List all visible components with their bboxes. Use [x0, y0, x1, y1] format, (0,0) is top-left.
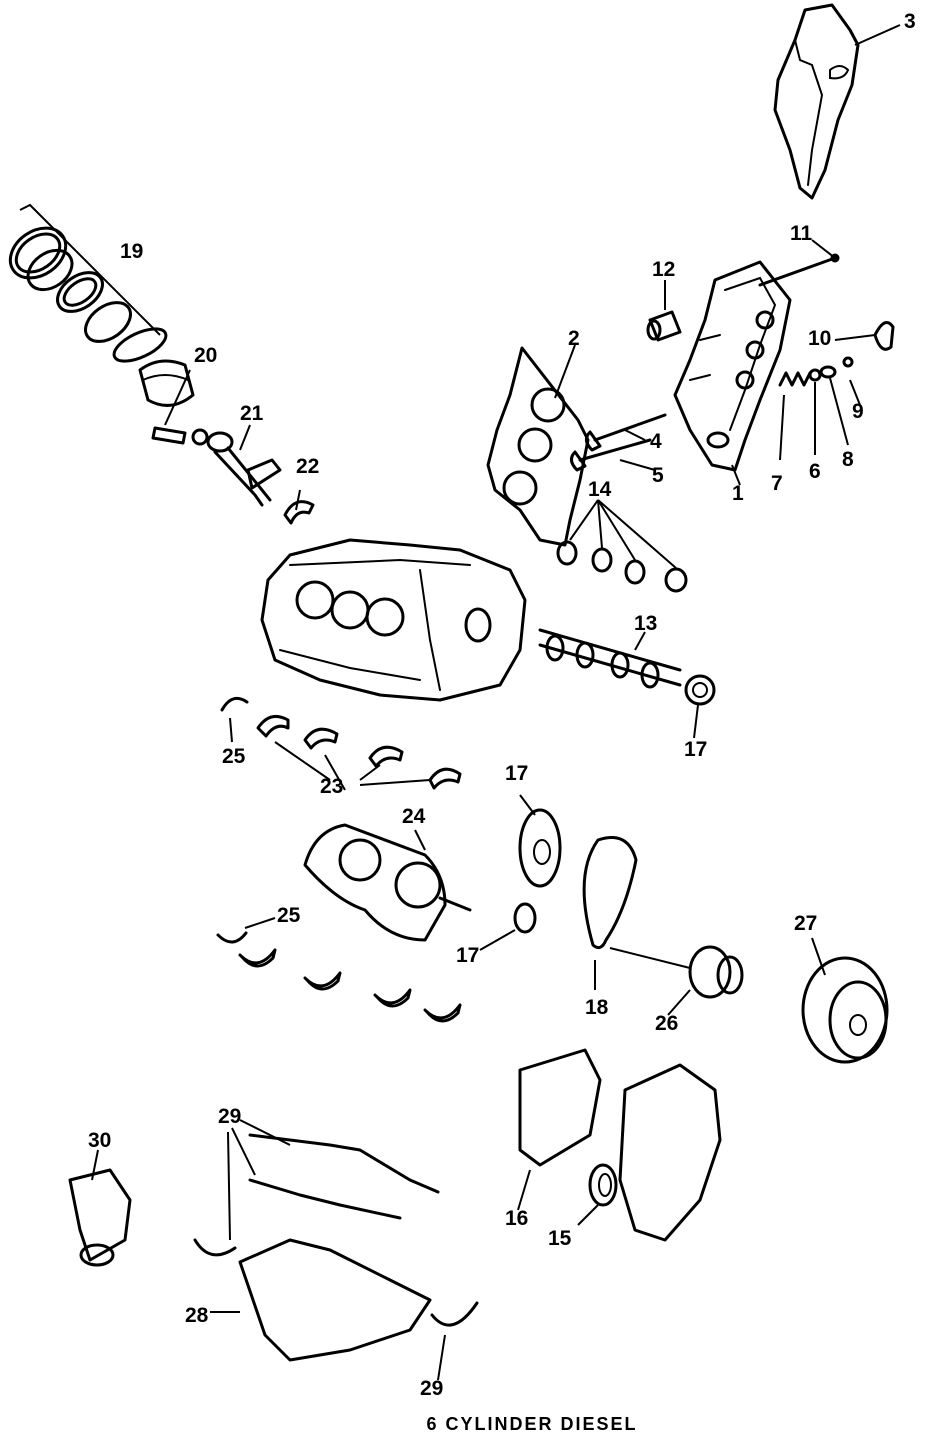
callout-29-lower: 29	[420, 1377, 443, 1400]
callout-30: 30	[88, 1129, 111, 1152]
callout-1: 1	[732, 482, 744, 505]
callout-28: 28	[185, 1304, 209, 1327]
crankshaft	[303, 823, 472, 942]
callout-24: 24	[402, 805, 426, 828]
callout-23: 23	[320, 775, 343, 798]
cam-sprocket-upper	[684, 674, 716, 706]
callout-17-upper: 17	[684, 738, 707, 761]
expansion-plugs	[556, 540, 688, 593]
connecting-rod	[206, 431, 282, 507]
pushrod	[758, 253, 840, 287]
front-seal	[588, 1163, 618, 1207]
callout-14: 14	[588, 478, 612, 501]
main-bearings-upper	[220, 696, 462, 790]
valve-cover	[773, 3, 860, 200]
callout-25-upper: 25	[222, 745, 246, 768]
callout-13: 13	[634, 612, 657, 635]
rod-bearing	[283, 500, 315, 525]
callout-27: 27	[794, 912, 817, 935]
leader-lines	[91, 24, 901, 1381]
pump-drive	[609, 945, 744, 999]
rocker-arm	[873, 321, 895, 351]
oil-pan	[238, 1238, 432, 1362]
callout-5: 5	[652, 464, 664, 487]
timing-cover	[618, 1063, 722, 1242]
callout-6: 6	[809, 460, 821, 483]
timing-chain	[582, 836, 638, 950]
callout-4: 4	[650, 430, 662, 453]
valves	[570, 413, 667, 472]
callout-12: 12	[652, 258, 675, 281]
crank-sprocket	[513, 902, 537, 934]
callout-21: 21	[240, 402, 264, 425]
timing-cover-gasket	[518, 1048, 602, 1167]
main-bearings-lower	[216, 931, 462, 1023]
callout-17-lower: 17	[456, 944, 479, 967]
callout-8: 8	[842, 448, 854, 471]
valve-lifter	[646, 310, 682, 342]
cylinder-head	[673, 260, 792, 472]
callout-7: 7	[771, 472, 783, 495]
valve-spring-set	[778, 356, 854, 387]
callout-17-middle: 17	[505, 762, 528, 785]
callout-10: 10	[808, 327, 831, 350]
callout-2: 2	[568, 327, 580, 350]
crank-gear	[518, 808, 562, 888]
callout-26: 26	[655, 1012, 678, 1035]
diagram-caption: 6 CYLINDER DIESEL	[426, 1414, 638, 1434]
camshaft	[538, 628, 682, 689]
callout-29-upper: 29	[218, 1105, 241, 1128]
callout-25-lower: 25	[277, 904, 301, 927]
oil-pan-gaskets	[193, 1133, 479, 1327]
callout-22: 22	[296, 455, 319, 478]
callout-labels: 3 11 12 10 2 9 4 5 1 7 6 8 14 13 17 19 2…	[88, 10, 916, 1400]
callout-16: 16	[505, 1207, 528, 1230]
oil-pump	[68, 1168, 132, 1267]
callout-15: 15	[548, 1227, 572, 1250]
engine-block	[260, 538, 527, 702]
callout-19: 19	[120, 240, 143, 263]
callout-18: 18	[585, 996, 609, 1019]
callout-20: 20	[194, 344, 217, 367]
callout-9: 9	[852, 400, 864, 423]
crank-pulley	[801, 956, 889, 1064]
callout-11: 11	[790, 222, 813, 245]
callout-3: 3	[904, 10, 916, 33]
head-gasket	[486, 346, 590, 547]
piston-rings	[8, 203, 168, 363]
piston	[138, 359, 209, 446]
